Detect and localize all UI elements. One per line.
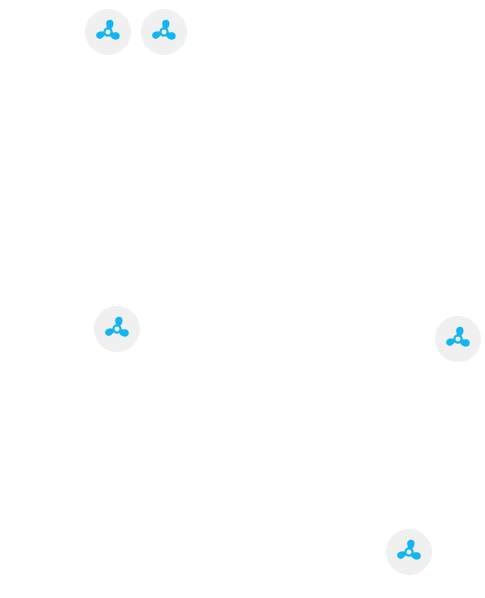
fan-icon (396, 539, 422, 561)
fan-icon (445, 326, 471, 348)
fan-icon (95, 19, 121, 41)
fan-button[interactable] (435, 316, 481, 362)
fan-icon (151, 19, 177, 41)
fan-button[interactable] (94, 306, 140, 352)
fan-button[interactable] (85, 9, 131, 55)
fan-icon (104, 316, 130, 338)
fan-button[interactable] (141, 9, 187, 55)
fan-button[interactable] (386, 529, 432, 575)
